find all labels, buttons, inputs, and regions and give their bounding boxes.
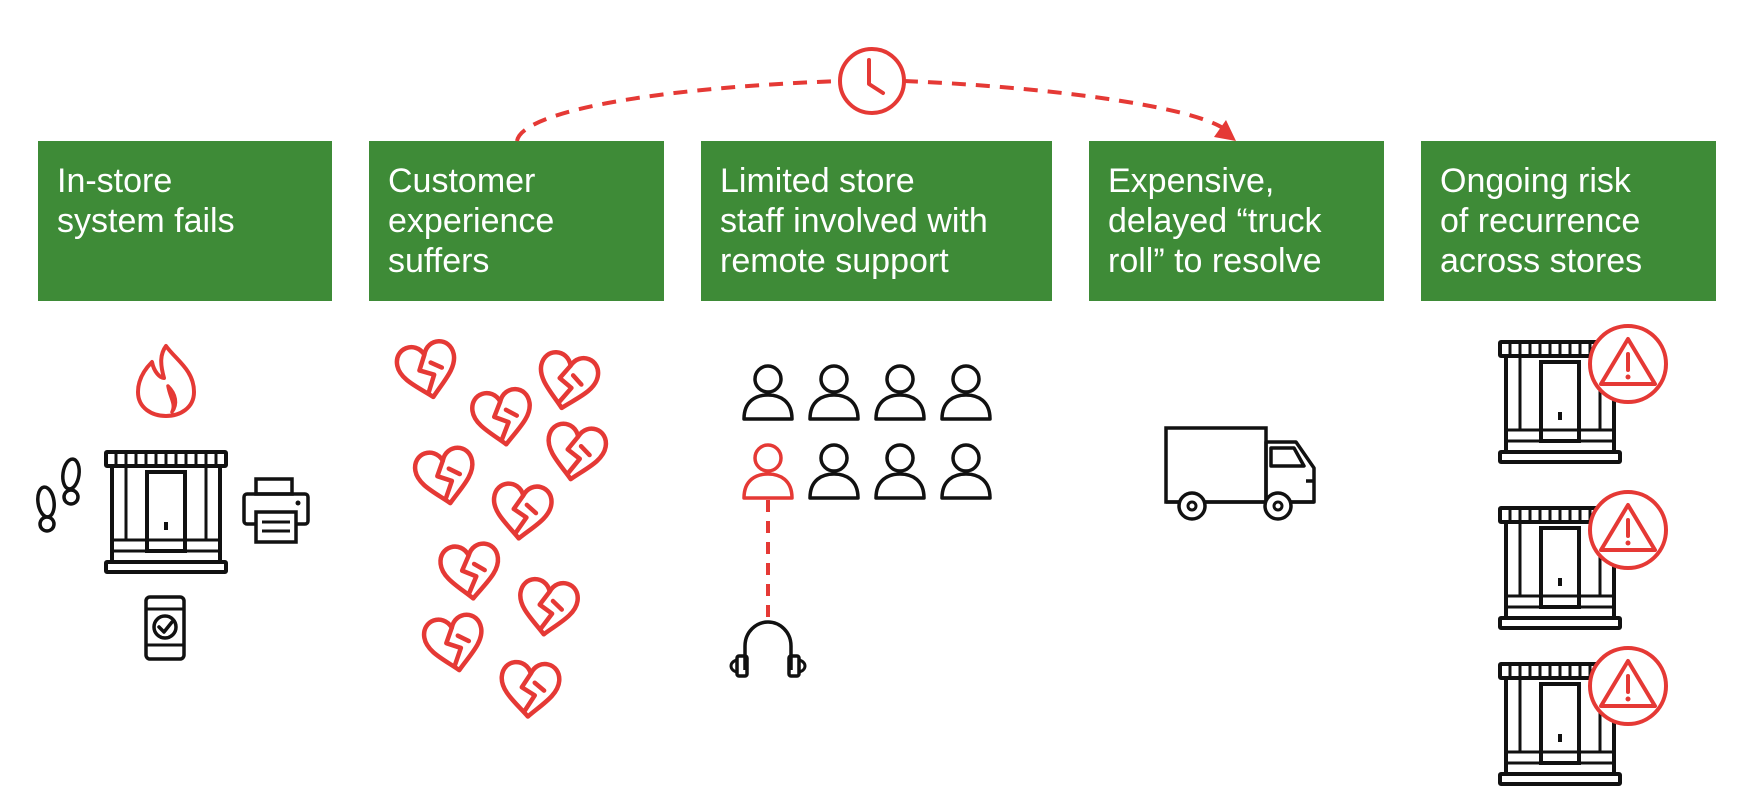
mobile-check-icon	[144, 595, 186, 661]
step-box-5: Ongoing risk of recurrence across stores	[1421, 141, 1716, 301]
step-box-2: Customer experience suffers	[369, 141, 664, 301]
person-icon	[742, 364, 794, 421]
footprints-icon	[36, 457, 81, 533]
flame-icon	[136, 344, 196, 418]
person-icon	[874, 443, 926, 500]
store-icon	[104, 450, 228, 574]
delay-connector	[515, 79, 1236, 142]
clock-icon	[838, 47, 906, 115]
step-label-1: In-store system fails	[57, 162, 235, 240]
step-label-5: Ongoing risk of recurrence across stores	[1440, 162, 1643, 280]
step-label-2: Customer experience suffers	[388, 162, 555, 280]
step-label-4: Expensive, delayed “truck roll” to resol…	[1108, 162, 1322, 280]
person-icon	[808, 443, 860, 500]
step-box-1: In-store system fails	[38, 141, 332, 301]
person-icon	[940, 364, 992, 421]
headset-icon	[729, 620, 807, 678]
broken-heart-icon	[394, 339, 608, 719]
person-icon	[940, 443, 992, 500]
step-box-4: Expensive, delayed “truck roll” to resol…	[1089, 141, 1384, 301]
truck-icon	[1164, 426, 1316, 521]
warning-icon	[1588, 324, 1668, 404]
person-icon	[874, 364, 926, 421]
highlighted-person-icon	[742, 443, 794, 500]
step-box-3: Limited store staff involved with remote…	[701, 141, 1052, 301]
warning-icon	[1588, 490, 1668, 570]
warning-icon	[1588, 646, 1668, 726]
printer-icon	[242, 477, 310, 544]
step-label-3: Limited store staff involved with remote…	[720, 162, 988, 280]
person-icon	[808, 364, 860, 421]
